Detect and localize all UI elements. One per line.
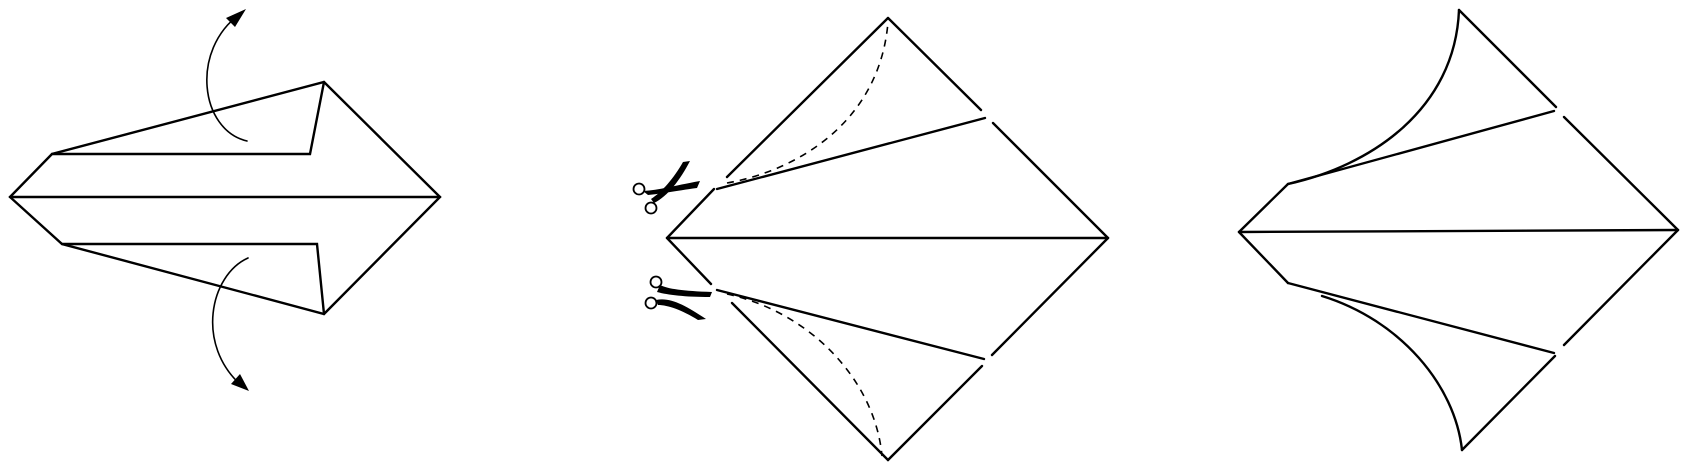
- fold-arrow-down-icon: [211, 257, 249, 391]
- lower-right-edge: [886, 364, 984, 462]
- lower-edge: [1460, 354, 1557, 452]
- left-upper-edge: [665, 187, 716, 240]
- scissors-lower-icon: [644, 275, 712, 320]
- lower-curve: [1320, 294, 1464, 452]
- lower-flap-edge: [1286, 281, 1556, 355]
- panel-step-2: [632, 16, 1110, 462]
- right-upper-edge: [991, 121, 1110, 240]
- left-lower-edge: [1237, 230, 1290, 285]
- center-crease: [1237, 228, 1680, 234]
- upper-edge: [1457, 8, 1558, 109]
- upper-right-edge: [886, 16, 983, 112]
- right-lower-edge: [990, 236, 1110, 357]
- lower-left-edge: [730, 301, 890, 462]
- upper-left-edge: [725, 16, 890, 179]
- left-lower-edge: [665, 236, 713, 286]
- lower-flap: [60, 242, 326, 316]
- right-upper-edge: [1562, 115, 1680, 232]
- panel-step-3: [1237, 8, 1680, 452]
- panel-step-1: [8, 9, 442, 391]
- upper-flap: [50, 80, 326, 156]
- scissors-upper-icon: [632, 161, 700, 215]
- upper-cut-line: [726, 21, 889, 184]
- lower-flap-edge: [715, 288, 986, 361]
- lower-cut-line: [726, 293, 883, 457]
- fold-arrow-up-icon: [206, 9, 248, 142]
- upper-flap-edge: [1286, 109, 1556, 186]
- upper-flap-edge: [715, 116, 987, 191]
- right-lower-edge: [1562, 228, 1680, 347]
- left-upper-edge: [1237, 182, 1290, 234]
- upper-curve: [1286, 8, 1461, 186]
